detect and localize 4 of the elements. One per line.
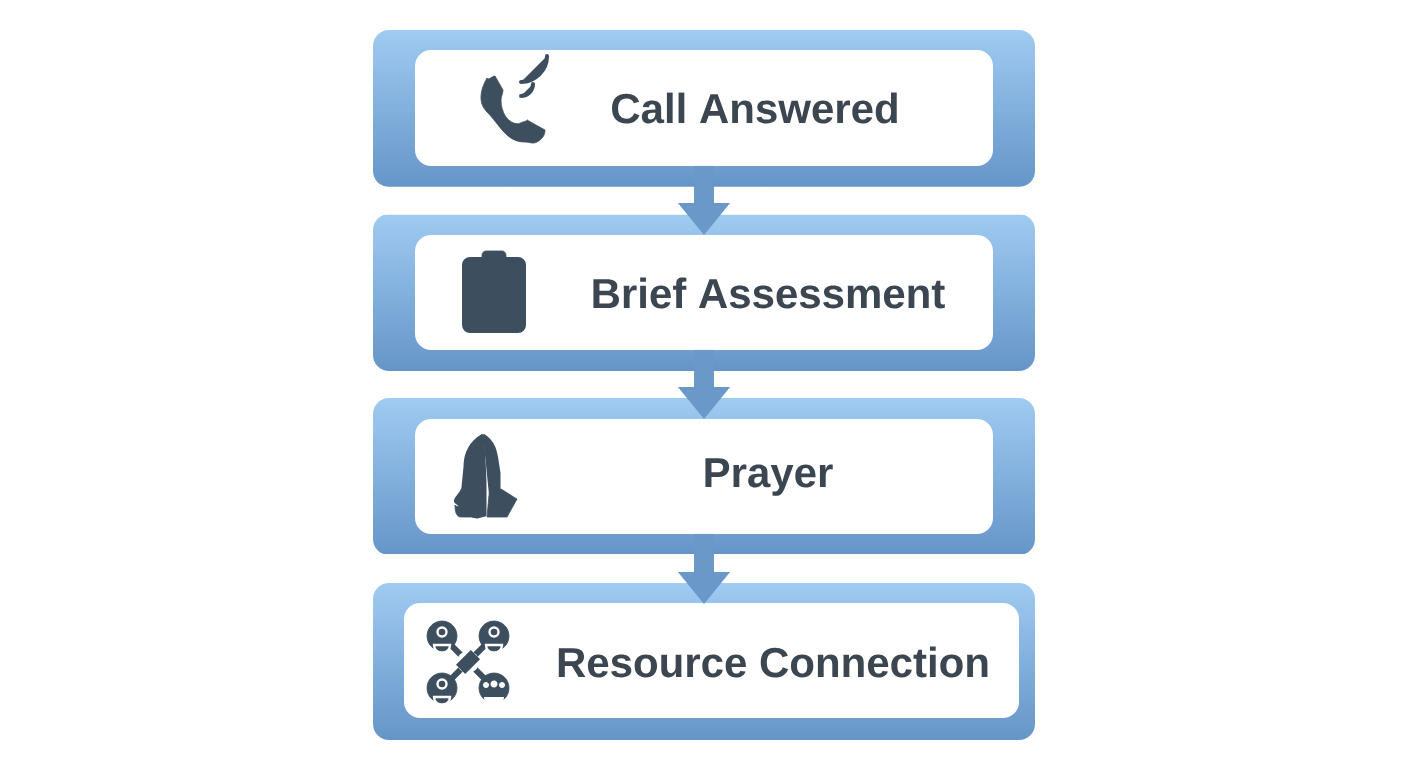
step-box: Call Answered (415, 50, 993, 166)
step-box: Prayer (415, 419, 993, 534)
step-box: Resource Connection (404, 603, 1019, 718)
step-box: Brief Assessment (415, 235, 993, 350)
